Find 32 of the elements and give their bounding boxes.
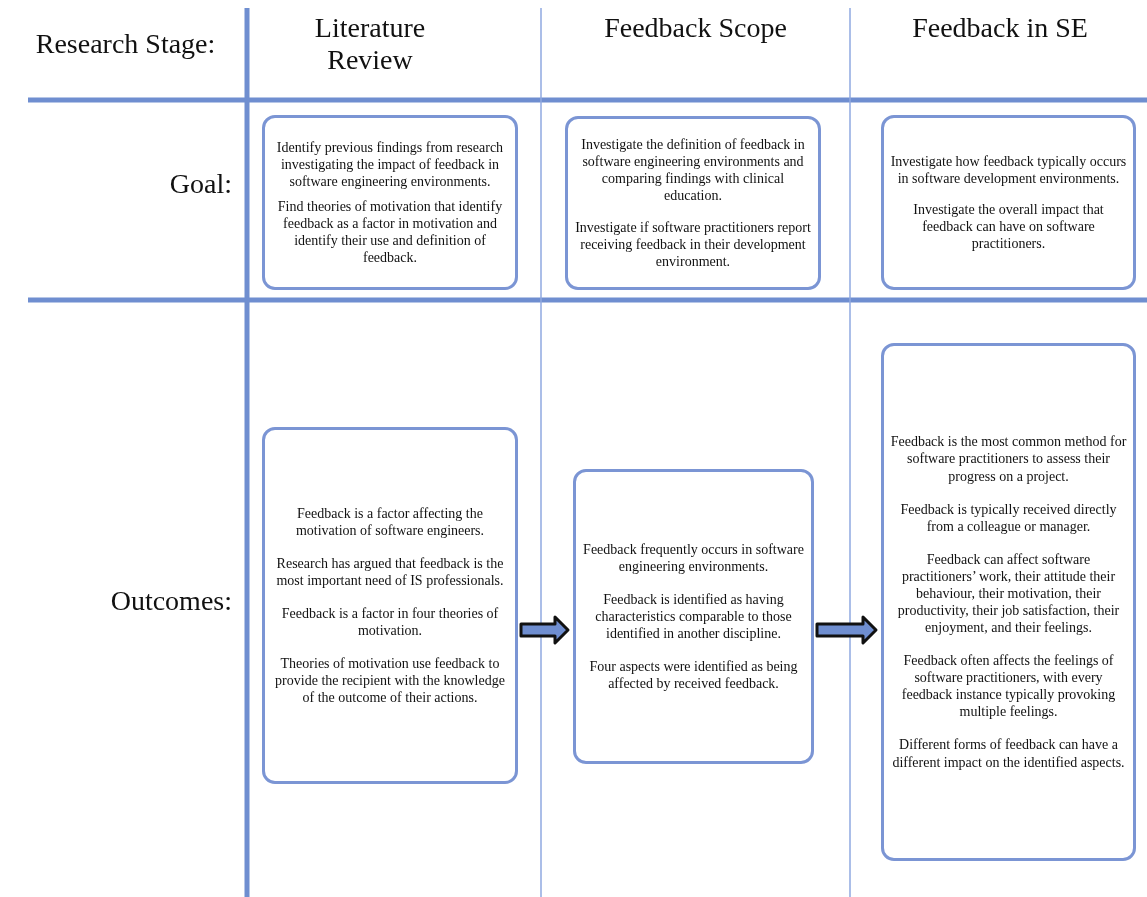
card-text: Investigate the definition of feedback in software engineering environments and comparing findings with clinical education. (580, 136, 806, 205)
card-text: Investigate the overall impact that feedback can have on software practitioners. (912, 200, 1105, 253)
row-header: Research Stage: (34, 28, 217, 61)
row-header: Outcomes: (110, 585, 232, 618)
card-text: Investigate if software practitioners report receiving feedback in their development environment. (574, 218, 812, 270)
card-text: Different forms of feedback can have a different impact on the identified aspects. (891, 736, 1126, 771)
card-text: Feedback frequently occurs in software engineering environments. (582, 540, 805, 575)
block-arrow (519, 615, 570, 645)
card-text: Identify previous findings from research investigating the impact of feedback in software engineering environments. (275, 138, 505, 190)
block-arrow (815, 615, 878, 645)
outcome-card (573, 469, 814, 764)
column-header: Literature Review (313, 12, 427, 77)
card-text: Feedback is a factor affecting the motivation of software engineers. (294, 504, 486, 539)
card-text: Feedback often affects the feelings of software practitioners, with every feedback instance typically provoking multiple feelings. (900, 652, 1117, 721)
card-text: Four aspects were identified as being affected by received feedback. (588, 658, 799, 693)
column-header: Feedback in SE (911, 12, 1089, 45)
card-text: Research has argued that feedback is the most important need of IS professionals. (275, 554, 505, 589)
card-text: Feedback can affect software practitioners’ work, their attitude their behaviour, their motivation, their productivity, their job satisfaction, their enjoyment, and their feelings. (896, 550, 1121, 637)
card-text: Theories of motivation use feedback to provide the recipient with the knowledge of the outcome of their actions. (274, 655, 506, 707)
card-text: Feedback is identified as having characteristics comparable to those identified in another discipline. (594, 590, 793, 643)
outcome-card (262, 427, 518, 784)
column-header: Feedback Scope (603, 12, 788, 45)
card-text: Find theories of motivation that identify feedback as a factor in motivation and identify their use and definition of feedback. (276, 197, 504, 267)
row-header: Goal: (169, 168, 232, 201)
card-text: Feedback is a factor in four theories of motivation. (280, 604, 500, 640)
card-text: Investigate how feedback typically occurs in software development environments. (889, 152, 1128, 187)
goal-card (881, 115, 1136, 290)
outcome-card (881, 343, 1136, 861)
card-text: Feedback is typically received directly from a colleague or manager. (899, 500, 1118, 535)
goal-card (262, 115, 518, 290)
card-text: Feedback is the most common method for software practitioners to assess their progress on a project. (889, 433, 1128, 485)
goal-card (565, 116, 821, 290)
